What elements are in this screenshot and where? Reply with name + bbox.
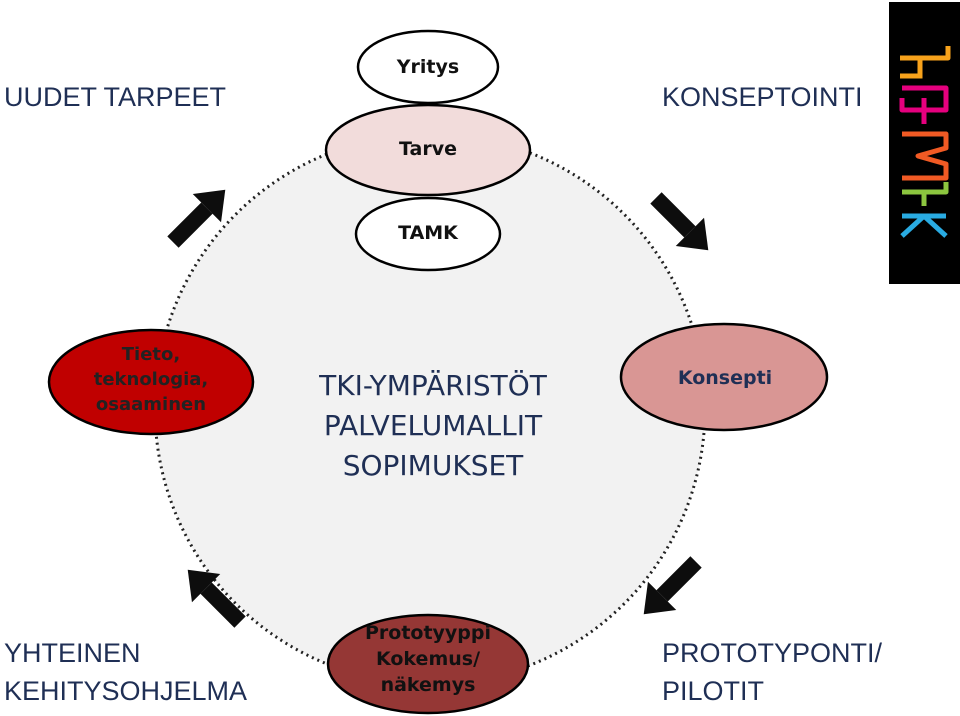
corner-bottom-right-line-2: PILOTIT bbox=[662, 676, 765, 706]
corner-top-right-line: KONSEPTOINTI bbox=[662, 82, 863, 112]
corner-bottom-left-line-1: YHTEINEN bbox=[4, 638, 141, 668]
center-line-2: PALVELUMALLIT bbox=[323, 409, 543, 442]
node-yritys-label: Yritys bbox=[358, 52, 498, 82]
tamk-logo bbox=[889, 2, 960, 284]
arrow-up-left-icon bbox=[187, 569, 246, 628]
node-tarve-text: Tarve bbox=[399, 138, 457, 160]
node-tieto-line-1: Tieto, bbox=[121, 344, 181, 365]
corner-top-right-label: KONSEPTOINTI bbox=[662, 78, 863, 116]
corner-bottom-right-line-1: PROTOTYPONTI/ bbox=[662, 638, 883, 668]
node-prototyyppi-line-2: Kokemus/ bbox=[375, 648, 481, 670]
arrow-down-left-icon bbox=[643, 556, 702, 615]
node-konsepti-text: Konsepti bbox=[677, 367, 773, 389]
corner-bottom-left-line-2: KEHITYSOHJELMA bbox=[4, 676, 248, 706]
node-tieto bbox=[47, 328, 255, 436]
center-line-1: TKI-YMPÄRISTÖT bbox=[319, 369, 547, 402]
node-tieto-label: Tieto, teknologia, osaaminen bbox=[50, 342, 252, 417]
node-tarve-label: Tarve bbox=[326, 134, 530, 164]
arrow-down-right-icon bbox=[650, 192, 709, 251]
node-yritys bbox=[356, 29, 500, 105]
node-konsepti-label: Konsepti bbox=[622, 364, 828, 392]
node-prototyyppi-line-3: näkemys bbox=[380, 674, 476, 696]
node-yritys-text: Yritys bbox=[396, 56, 460, 78]
node-tamk-label: TAMK bbox=[356, 218, 500, 248]
center-line-3: SOPIMUKSET bbox=[342, 449, 524, 482]
node-tamk bbox=[354, 196, 502, 272]
node-konsepti bbox=[619, 322, 829, 432]
corner-top-left-line: UUDET TARPEET bbox=[4, 82, 227, 112]
corner-bottom-right-label: PROTOTYPONTI/ PILOTIT bbox=[662, 634, 882, 710]
corner-top-left-label: UUDET TARPEET bbox=[4, 78, 226, 116]
node-tieto-line-2: teknologia, bbox=[93, 369, 209, 390]
node-prototyyppi bbox=[326, 613, 530, 715]
node-tarve bbox=[324, 103, 532, 197]
corner-bottom-left-label: YHTEINEN KEHITYSOHJELMA bbox=[4, 634, 247, 710]
arrow-up-right-icon bbox=[167, 189, 226, 248]
node-tamk-text: TAMK bbox=[398, 222, 458, 244]
center-text: TKI-YMPÄRISTÖT PALVELUMALLIT SOPIMUKSET bbox=[283, 366, 583, 486]
node-tieto-line-3: osaaminen bbox=[95, 394, 207, 415]
node-prototyyppi-label: Prototyyppi Kokemus/ näkemys bbox=[330, 620, 526, 698]
node-prototyyppi-line-1: Prototyyppi bbox=[364, 622, 492, 644]
